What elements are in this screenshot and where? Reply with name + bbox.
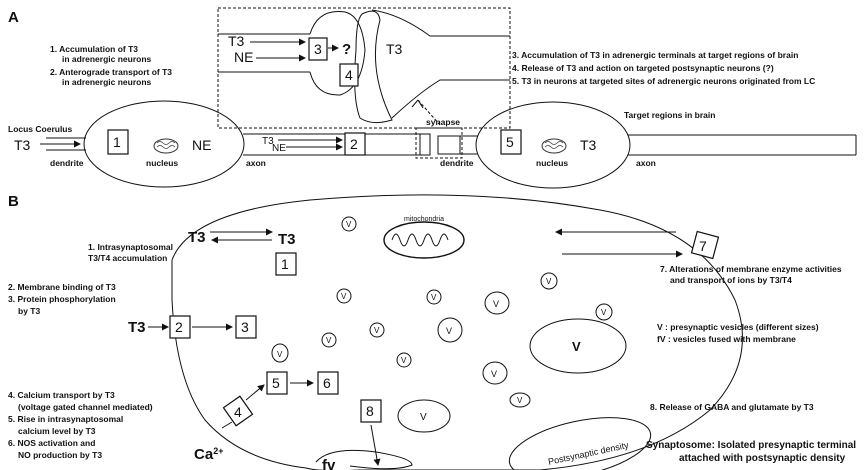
left-neuron: T3 dendrite 1 NE nucleus axon T3 NE 2 (14, 101, 430, 187)
right-axon-label: axon (636, 158, 656, 168)
note-b-1b: T3/T4 accumulation (88, 253, 167, 263)
note-b-8: 8. Release of GABA and glutamate by T3 (650, 402, 814, 412)
note-a-5: 5. T3 in neurons at targeted sites of ad… (512, 76, 815, 86)
box-b-6: 6 (323, 375, 331, 391)
note-a-1b: in adrenergic neurons (62, 54, 152, 64)
box-a-5: 5 (506, 134, 514, 150)
vesicle: V (322, 333, 336, 347)
locus-coeruleus-label: Locus Coerulus (8, 124, 73, 134)
vesicle: V (483, 362, 507, 384)
note-b-7b: and transport of ions by T3/T4 (670, 275, 792, 285)
svg-text:V: V (326, 336, 332, 345)
t3-inside: T3 (278, 231, 296, 248)
vesicle: V (596, 304, 612, 320)
right-t3-label: T3 (580, 137, 597, 153)
left-t3-input: T3 (14, 137, 31, 153)
note-a-2b: in adrenergic neurons (62, 77, 152, 87)
vesicle: V (541, 273, 557, 289)
svg-text:V: V (341, 292, 347, 301)
left-nucleus-label: nucleus (146, 158, 178, 168)
vesicle: V (272, 344, 288, 362)
note-b-6b: NO production by T3 (18, 450, 102, 460)
vesicle: V (427, 290, 441, 304)
box-a-2: 2 (350, 136, 358, 152)
vesicle: V (510, 393, 530, 407)
svg-text:V: V (346, 220, 352, 229)
note-b-4b: (voltage gated channel mediated) (18, 402, 153, 412)
note-a-1: 1. Accumulation of T3 (50, 44, 138, 54)
box-b-4: 4 (234, 404, 242, 420)
svg-text:V: V (277, 350, 283, 359)
left-axon-label: axon (246, 158, 266, 168)
vesicle: V (438, 318, 462, 342)
legend-v: V : presynaptic vesicles (different size… (657, 322, 819, 332)
svg-text:V: V (374, 326, 380, 335)
right-nucleus-label: nucleus (536, 158, 568, 168)
svg-text:V: V (446, 326, 452, 336)
t3-binding: T3 (128, 319, 146, 336)
calcium-ion: Ca2+ (194, 446, 223, 463)
inset-box-4: 4 (345, 67, 353, 83)
svg-text:V: V (601, 308, 607, 317)
svg-text:V: V (491, 369, 497, 379)
caption-line-1: Synaptosome: Isolated presynaptic termin… (646, 440, 856, 451)
right-dendrite-label: dendrite (440, 158, 474, 168)
mitochondrion: mitochondria (384, 216, 464, 258)
box-b-8: 8 (366, 403, 374, 419)
box-b-7: 7 (699, 238, 707, 254)
note-b-7: 7. Alterations of membrane enzyme activi… (660, 264, 842, 274)
note-b-2: 2. Membrane binding of T3 (8, 282, 116, 292)
postsynaptic-density: Postsynaptic density (504, 407, 656, 470)
note-a-3: 3. Accumulation of T3 in adrenergic term… (512, 50, 798, 60)
svg-text:V: V (572, 339, 581, 354)
legend-fv: fV : vesicles fused with membrane (657, 334, 796, 344)
vesicle: V (337, 289, 351, 303)
vesicle: V (370, 323, 384, 337)
note-b-3: 3. Protein phosphorylation (8, 294, 116, 304)
panel-b-label: B (8, 193, 19, 210)
box-a-1: 1 (113, 134, 121, 150)
left-ne-label: NE (192, 137, 211, 153)
svg-text:V: V (420, 412, 427, 423)
inset-synapse-zoom: T3 NE 3 ? 4 T3 (218, 8, 510, 128)
svg-text:V: V (546, 277, 552, 286)
panel-a-label: A (8, 9, 19, 26)
note-a-2: 2. Anterograde transport of T3 (50, 67, 172, 77)
svg-text:V: V (517, 396, 523, 405)
svg-text:V: V (401, 356, 407, 365)
note-b-1: 1. Intrasynaptosomal (88, 242, 173, 252)
caption-line-2: attached with postsynaptic density (679, 453, 846, 464)
box-b-1: 1 (281, 256, 289, 272)
inset-t3: T3 (228, 33, 245, 49)
synapse-label: synapse (426, 117, 460, 127)
vesicle: V (397, 353, 411, 367)
inset-ne: NE (234, 49, 253, 65)
inset-post-t3: T3 (386, 41, 403, 57)
note-b-5: 5. Rise in intrasynaptosomal (8, 414, 123, 424)
box-b-3: 3 (241, 319, 249, 335)
note-a-4: 4. Release of T3 and action on targeted … (512, 63, 774, 73)
inset-box-3: 3 (314, 41, 322, 57)
inset-question: ? (342, 41, 351, 58)
box-b-5: 5 (272, 375, 280, 391)
note-b-4: 4. Calcium transport by T3 (8, 390, 115, 400)
axon-ne-label: NE (272, 143, 286, 154)
note-b-6: 6. NOS activation and (8, 438, 95, 448)
note-b-5b: calcium level by T3 (18, 426, 96, 436)
mitochondria-label: mitochondria (404, 216, 444, 223)
target-regions-label: Target regions in brain (624, 110, 715, 120)
vesicle: V (342, 217, 356, 231)
vesicle: V (530, 319, 626, 373)
fv-label: fv (322, 457, 336, 470)
left-dendrite-label: dendrite (50, 158, 84, 168)
box-b-2: 2 (175, 319, 183, 335)
t3-outside: T3 (188, 229, 206, 246)
svg-text:V: V (431, 293, 437, 302)
vesicle: V (398, 400, 450, 432)
note-b-3b: by T3 (18, 306, 40, 316)
svg-text:V: V (493, 299, 499, 309)
vesicle: V (485, 292, 509, 314)
